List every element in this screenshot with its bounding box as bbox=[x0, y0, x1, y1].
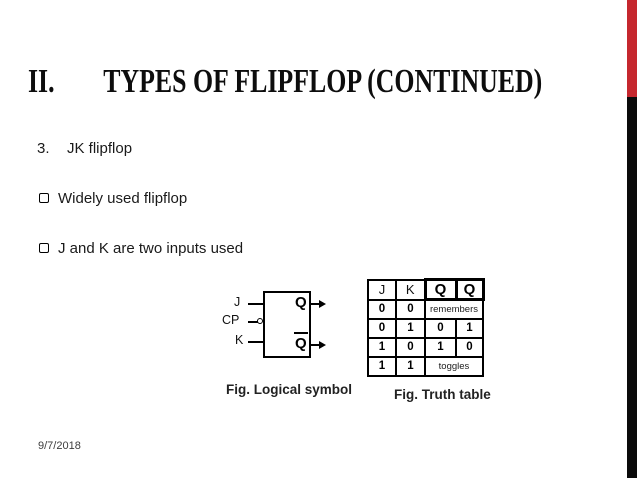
header-q: Q bbox=[423, 278, 458, 301]
output-wire-q bbox=[311, 303, 319, 305]
cell-qbar: 1 bbox=[455, 317, 484, 339]
logical-symbol-caption: Fig. Logical symbol bbox=[226, 382, 353, 397]
bullet-label: J and K are two inputs used bbox=[58, 240, 244, 257]
flipflop-body bbox=[263, 291, 311, 358]
subtitle-text: JK flipflop bbox=[67, 140, 133, 157]
input-wire-k bbox=[248, 341, 263, 343]
jk-flipflop-diagram: J CP K Q Q bbox=[222, 290, 332, 365]
cell-q: 0 bbox=[424, 317, 457, 339]
arrow-right-icon bbox=[319, 341, 326, 349]
subtitle: 3. JK flipflop bbox=[37, 140, 132, 157]
title-text: TYPES OF FLIPFLOP (CONTINUED) bbox=[103, 63, 543, 100]
output-label-q: Q bbox=[295, 294, 307, 311]
cell-j: 0 bbox=[367, 317, 397, 339]
cell-j: 1 bbox=[367, 355, 397, 377]
cell-output-merged: remembers bbox=[424, 298, 484, 320]
truth-table: J K Q Q 0 0 remembers 0 1 0 1 1 0 1 0 bbox=[367, 278, 485, 377]
input-label-k: K bbox=[235, 333, 244, 347]
bullet-item: J and K are two inputs used bbox=[39, 240, 243, 257]
cell-k: 1 bbox=[395, 355, 426, 377]
bullet-item: Widely used flipflop bbox=[39, 190, 187, 207]
input-wire-cp bbox=[248, 321, 258, 323]
input-wire-j bbox=[248, 303, 263, 305]
input-label-cp: CP bbox=[222, 313, 240, 327]
cell-k: 0 bbox=[395, 336, 426, 358]
subtitle-number: 3. bbox=[37, 140, 50, 157]
truth-table-row: 1 0 1 0 bbox=[367, 336, 484, 358]
checkbox-bullet-icon bbox=[39, 193, 49, 203]
truth-table-row: 0 0 remembers bbox=[367, 298, 484, 320]
cell-k: 0 bbox=[395, 298, 426, 320]
cell-k: 1 bbox=[395, 317, 426, 339]
cell-q: 1 bbox=[424, 336, 457, 358]
header-qbar: Q bbox=[454, 278, 485, 301]
bullet-label: Widely used flipflop bbox=[58, 190, 188, 207]
footer-date: 9/7/2018 bbox=[38, 440, 81, 452]
cell-j: 1 bbox=[367, 336, 397, 358]
truth-table-row: 0 1 0 1 bbox=[367, 317, 484, 339]
truth-table-header-row: J K Q Q bbox=[367, 278, 485, 301]
input-label-j: J bbox=[234, 295, 241, 309]
cell-j: 0 bbox=[367, 298, 397, 320]
accent-strip-red bbox=[627, 0, 637, 97]
checkbox-bullet-icon bbox=[39, 243, 49, 253]
output-wire-qbar bbox=[311, 344, 319, 346]
truth-table-caption: Fig. Truth table bbox=[394, 387, 491, 402]
header-j: J bbox=[367, 278, 397, 301]
output-label-qbar: Q bbox=[294, 332, 308, 352]
inversion-bubble-icon bbox=[257, 318, 263, 324]
arrow-right-icon bbox=[319, 300, 326, 308]
title-number: II. bbox=[28, 63, 55, 100]
cell-output-merged: toggles bbox=[424, 355, 484, 377]
accent-strip-black bbox=[627, 97, 637, 478]
slide-title: II. TYPES OF FLIPFLOP (CONTINUED) bbox=[28, 63, 542, 101]
header-k: K bbox=[395, 278, 426, 301]
truth-table-row: 1 1 toggles bbox=[367, 355, 484, 377]
cell-qbar: 0 bbox=[455, 336, 484, 358]
